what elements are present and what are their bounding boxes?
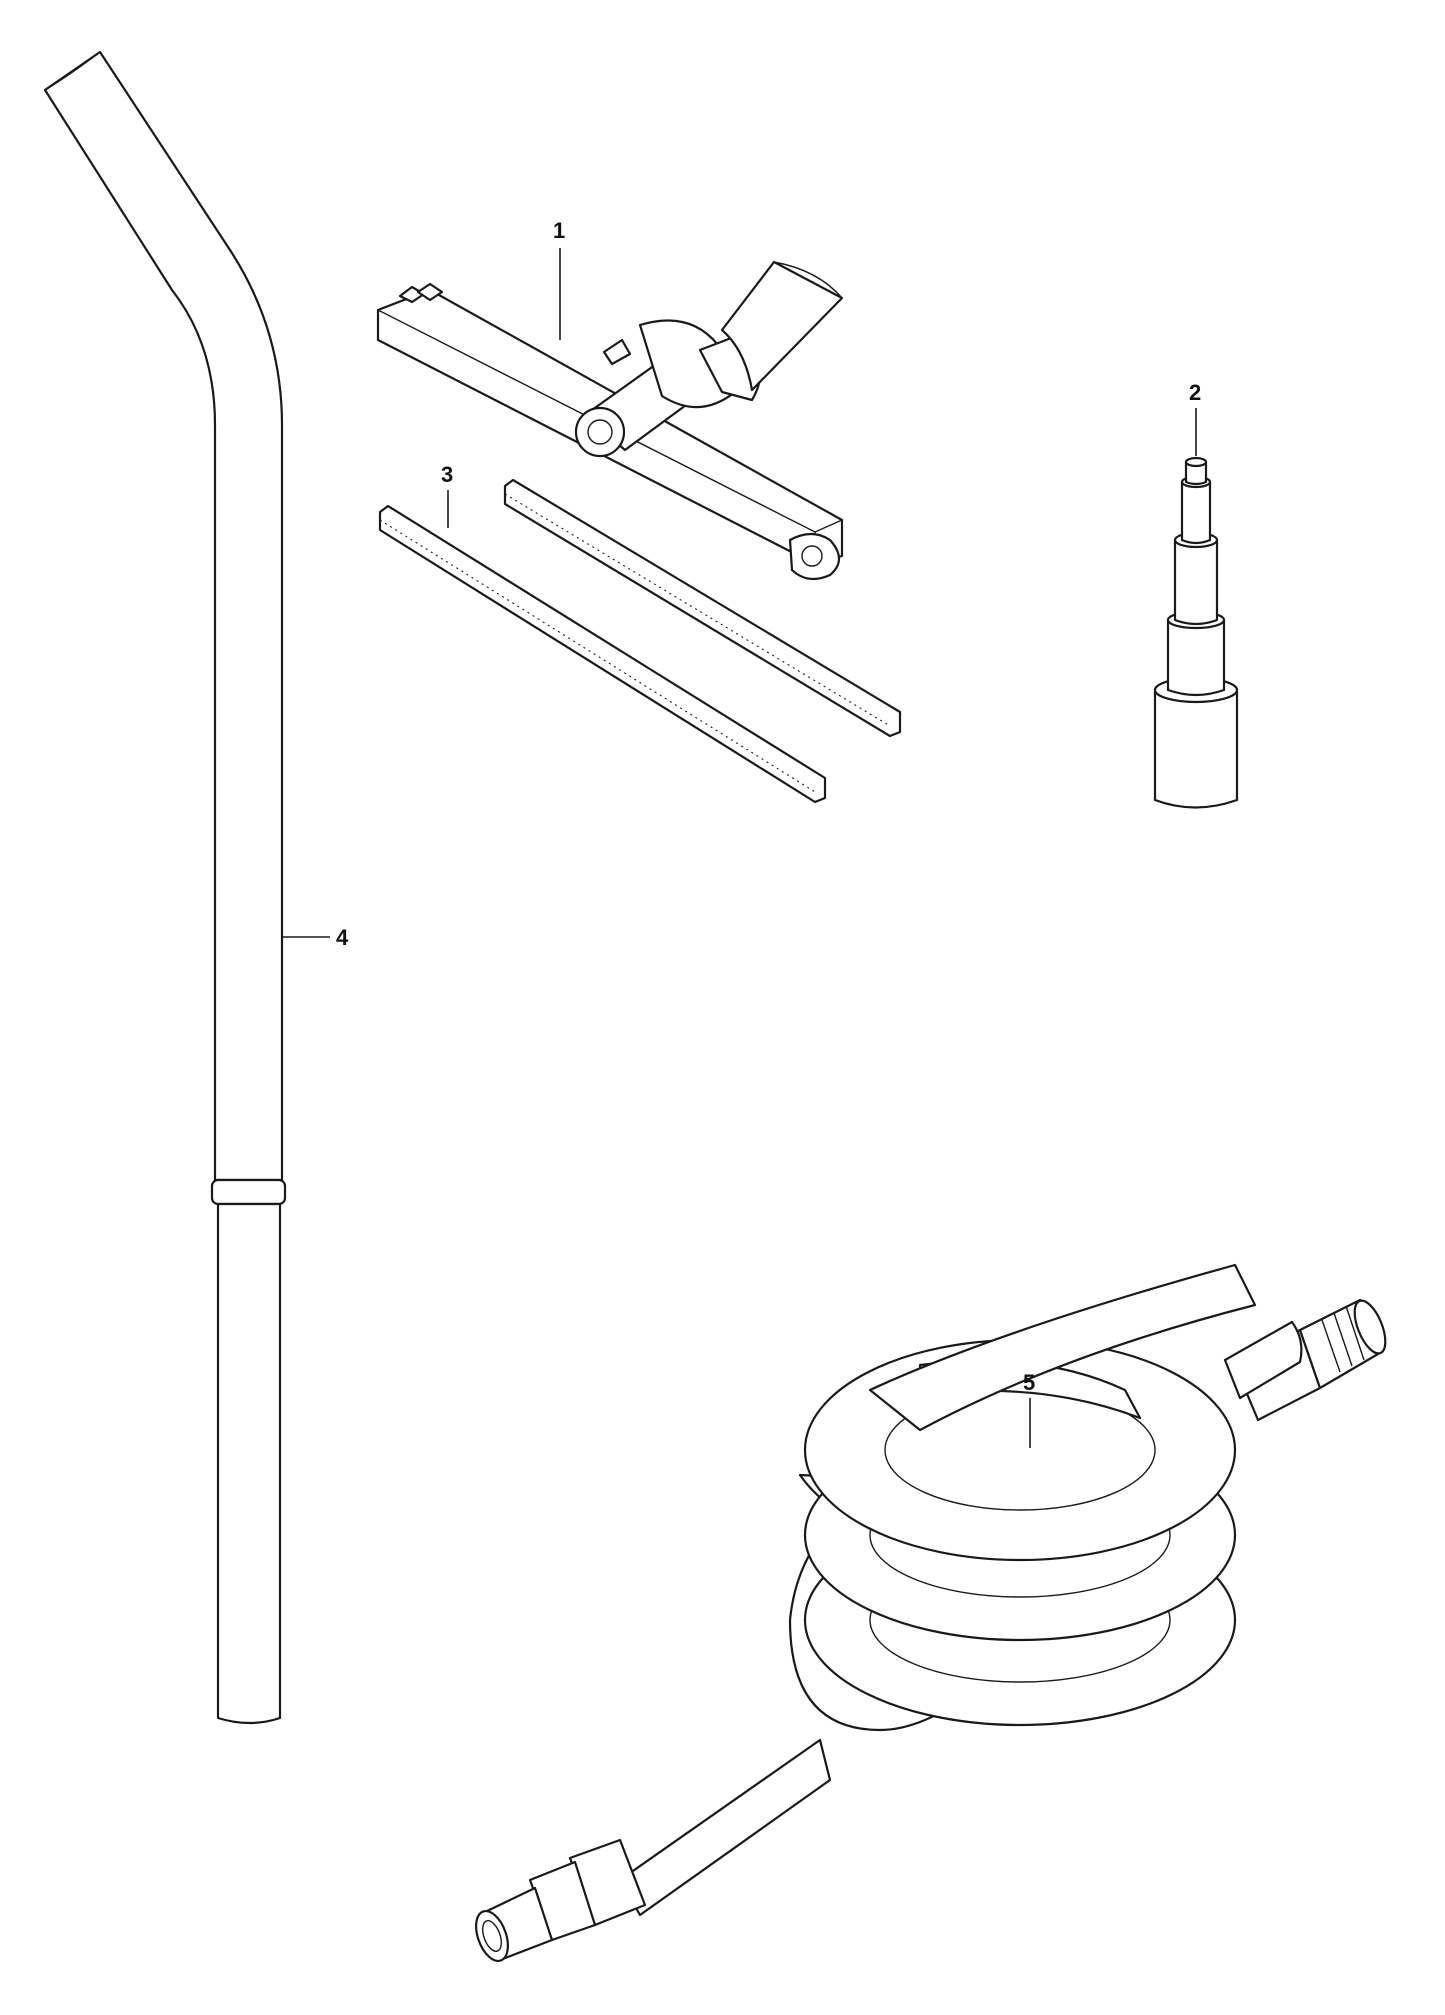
extension-tube xyxy=(43,50,287,1725)
callout-3: 3 xyxy=(441,462,453,528)
rubber-strips xyxy=(378,478,902,804)
callout-5: 5 xyxy=(1023,1370,1035,1448)
callout-label-5: 5 xyxy=(1023,1370,1035,1395)
callout-label-1: 1 xyxy=(553,218,565,243)
floor-nozzle xyxy=(376,260,844,581)
callout-label-4: 4 xyxy=(336,925,349,950)
callout-label-3: 3 xyxy=(441,462,453,487)
callout-1: 1 xyxy=(553,218,565,340)
suction-hose xyxy=(475,1263,1387,1962)
callout-label-2: 2 xyxy=(1189,380,1201,405)
hose-adapter xyxy=(1153,456,1239,809)
callout-2: 2 xyxy=(1189,380,1201,456)
callout-4: 4 xyxy=(282,925,349,950)
